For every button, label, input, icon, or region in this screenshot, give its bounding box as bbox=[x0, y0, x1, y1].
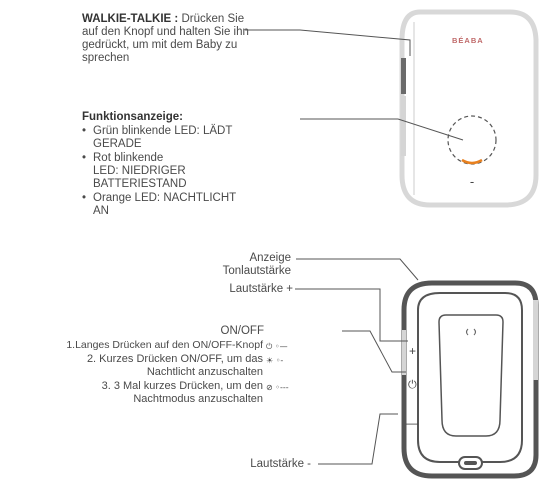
funktionsanzeige-description: Funktionsanzeige: Grün blinkende LED: LÄ… bbox=[82, 111, 302, 218]
step1-label: 1.Langes Drücken auf den ON/OFF-Knopf bbox=[66, 339, 263, 351]
top-device-side-button-lower bbox=[401, 96, 406, 156]
leader-walkie bbox=[245, 29, 411, 56]
bottom-device-panel bbox=[438, 314, 504, 437]
plus-button-icon[interactable]: + bbox=[409, 344, 416, 358]
step-icons: ⏻ ◦— ☀ ◦- ⊘ ◦--- bbox=[266, 342, 289, 392]
funktion-item-green: Grün blinkende LED: LÄDT GERADE bbox=[82, 125, 302, 151]
step1-power-icon: ⏻ ◦— bbox=[266, 342, 288, 351]
walkie-talkie-title: WALKIE-TALKIE : bbox=[82, 13, 179, 25]
walkie-text-line1: Drücken Sie bbox=[181, 13, 245, 25]
brand-logo: BÉABA bbox=[452, 36, 484, 45]
bottom-device-side-left bbox=[402, 330, 406, 375]
walkie-talkie-description: WALKIE-TALKIE : Drücken Sie auf den Knop… bbox=[82, 13, 322, 65]
leader-onoff bbox=[342, 330, 406, 373]
bottom-device-body bbox=[401, 280, 539, 479]
speaker-icon-right bbox=[473, 328, 477, 336]
walkie-text-line3: gedrückt, um mit dem Baby zu bbox=[82, 39, 238, 51]
lautstaerke-plus-label: Lautstärke + bbox=[229, 283, 293, 295]
bottom-device-inner-body bbox=[417, 292, 523, 463]
bottom-device-side-right bbox=[533, 300, 538, 380]
leader-anzeige bbox=[296, 258, 419, 281]
step3-night-icon: ⊘ ◦--- bbox=[266, 383, 289, 392]
step2-label: 2. Kurzes Drücken ON/OFF, um das Nachtli… bbox=[86, 353, 263, 378]
power-button-icon[interactable]: ⏻ bbox=[408, 378, 417, 391]
lautstaerke-minus-label: Lautstärke - bbox=[250, 458, 311, 470]
anzeige-label: Anzeige Tonlautstärke bbox=[222, 252, 291, 277]
funktion-item-red: Rot blinkende LED: NIEDRIGER BATTERIESTA… bbox=[82, 152, 302, 191]
step3-label: 3. 3 Mal kurzes Drücken, um den Nachtmod… bbox=[101, 380, 263, 405]
leader-lautstaerke-plus bbox=[295, 288, 408, 342]
bottom-device: + ⏻ — bbox=[401, 280, 539, 479]
top-device-side-button-upper bbox=[401, 58, 406, 94]
bottom-device-speaker-slot-inner bbox=[464, 461, 477, 465]
minus-button-icon[interactable]: — bbox=[406, 416, 418, 430]
top-device: - bbox=[399, 9, 539, 208]
top-device-body bbox=[399, 9, 539, 208]
leader-lautstaerke-minus bbox=[318, 413, 398, 465]
onoff-label: ON/OFF bbox=[220, 325, 264, 337]
leader-funktion bbox=[300, 118, 464, 141]
step2-light-icon: ☀ ◦- bbox=[266, 356, 283, 365]
top-device-minus: - bbox=[470, 174, 474, 189]
orange-led-icon bbox=[461, 158, 483, 165]
walkie-text-line2: auf den Knopf und halten Sie ihn bbox=[82, 26, 249, 38]
walkie-text-line4: sprechen bbox=[82, 52, 130, 64]
speaker-icon-left bbox=[465, 328, 469, 336]
funktionsanzeige-title: Funktionsanzeige: bbox=[82, 111, 183, 123]
funktion-item-orange: Orange LED: NACHTLICHT AN bbox=[82, 192, 302, 218]
